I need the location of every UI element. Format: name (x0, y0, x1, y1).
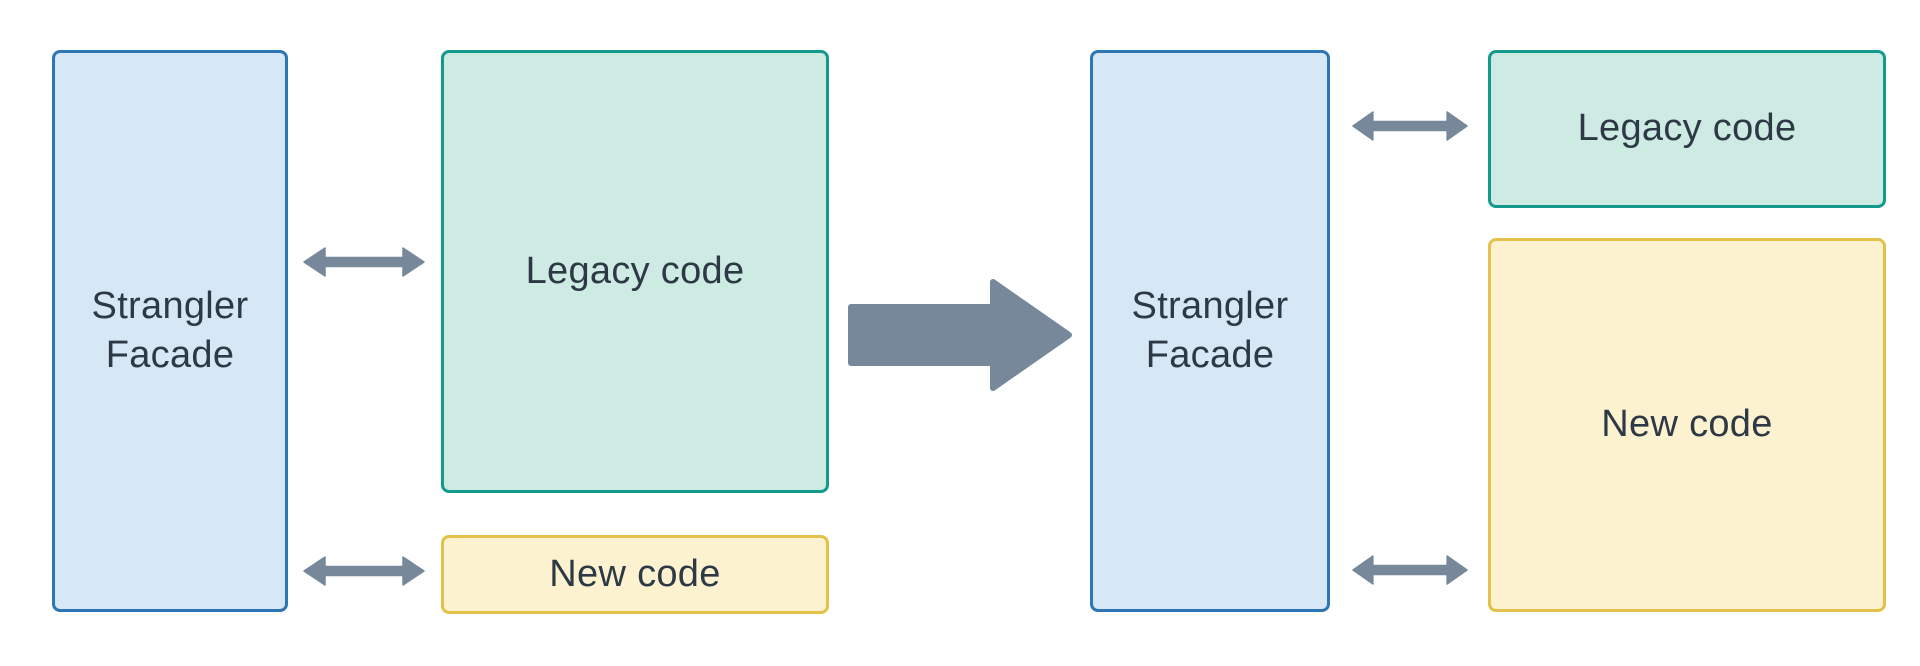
new-code-box-after: New code (1488, 238, 1886, 612)
legacy-code-box-after: Legacy code (1488, 50, 1886, 208)
new-code-box-before: New code (441, 535, 829, 614)
bidirectional-arrow-icon-before-legacy (303, 247, 425, 277)
legacy-code-label-before: Legacy code (525, 249, 745, 292)
strangler-facade-box-before: Strangler Facade (52, 50, 288, 612)
strangler-facade-label-before: Strangler Facade (91, 284, 249, 376)
bidirectional-arrow-icon-after-new (1352, 555, 1468, 585)
bidirectional-arrow-icon-before-new (303, 556, 425, 586)
new-code-label-after: New code (1601, 403, 1773, 446)
bidirectional-arrow-icon-after-legacy (1352, 111, 1468, 141)
legacy-code-label-after: Legacy code (1577, 107, 1797, 150)
transition-arrow-icon (848, 277, 1073, 393)
strangler-facade-box-after: Strangler Facade (1090, 50, 1330, 612)
strangler-facade-label-after: Strangler Facade (1131, 284, 1289, 376)
new-code-label-before: New code (549, 552, 721, 595)
legacy-code-box-before: Legacy code (441, 50, 829, 493)
